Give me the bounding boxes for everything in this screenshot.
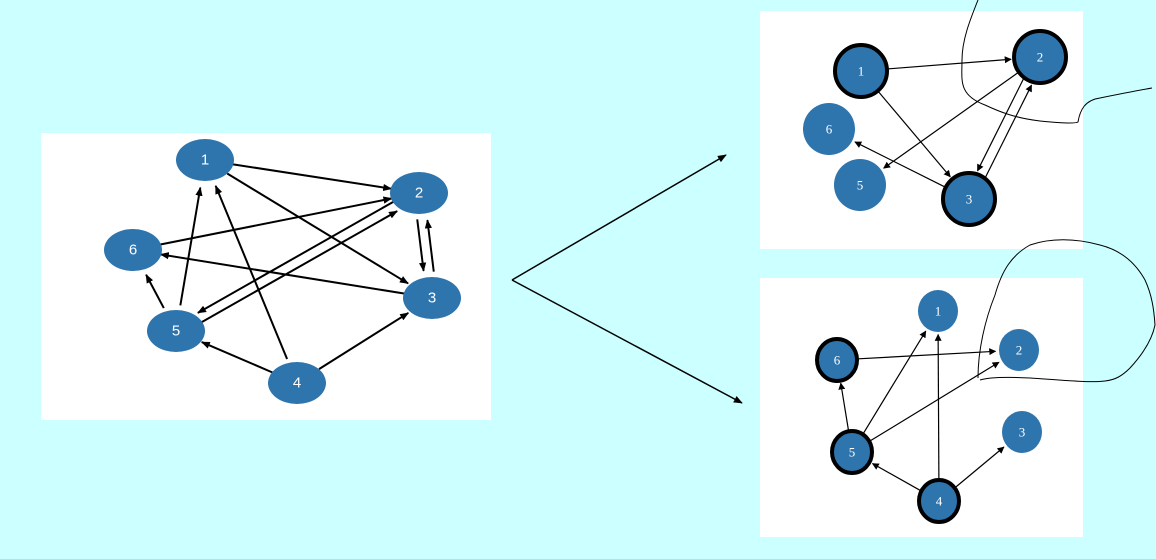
top-node-2: 2 xyxy=(1012,29,1068,85)
bottom-edge-4-to-3 xyxy=(955,446,1005,488)
bottom-node-2: 2 xyxy=(999,329,1039,371)
top-result-graph: 1 2 3 5 6 xyxy=(803,29,1068,227)
bottom-edge-5-to-1 xyxy=(862,330,927,434)
original-edge-5-to-6 xyxy=(145,273,165,309)
original-edge-4-to-5 xyxy=(200,341,274,374)
top-node-5: 5 xyxy=(834,159,886,211)
top-node-2-label: 2 xyxy=(1037,50,1044,65)
original-node-1: 1 xyxy=(176,139,234,181)
original-node-2-circle xyxy=(390,172,448,214)
bottom-edge-5-to-2 xyxy=(870,361,1000,442)
top-edge-1-to-2 xyxy=(887,56,1012,70)
top-edge-2-to-5 xyxy=(883,72,1019,169)
bottom-node-6: 6 xyxy=(815,337,859,383)
original-edge-2-to-5 xyxy=(197,200,395,314)
original-edge-5-to-2 xyxy=(200,210,398,324)
bottom-node-4-label: 4 xyxy=(936,494,943,509)
original-node-4: 4 xyxy=(268,362,326,404)
original-edge-4-to-1 xyxy=(214,185,289,360)
hand-drawn-outline-bottom xyxy=(977,239,1156,383)
top-node-3-label: 3 xyxy=(966,192,973,207)
bottom-node-3: 3 xyxy=(1002,411,1042,453)
bottom-node-1-label: 1 xyxy=(935,304,942,319)
bottom-node-5: 5 xyxy=(830,429,874,475)
bottom-node-3-label: 3 xyxy=(1019,425,1026,440)
original-node-6-label: 6 xyxy=(129,242,137,259)
bottom-edge-4-to-1 xyxy=(934,333,942,480)
top-edge-2-to-3 xyxy=(976,78,1024,172)
top-node-3-circle xyxy=(941,171,997,227)
original-node-3-circle xyxy=(403,277,461,319)
top-node-5-circle xyxy=(834,159,886,211)
original-node-6-circle xyxy=(104,229,162,271)
bottom-node-3-circle xyxy=(1002,411,1042,453)
original-node-4-circle xyxy=(268,362,326,404)
top-edge-1-to-3 xyxy=(877,91,951,178)
original-node-5: 5 xyxy=(147,310,205,352)
original-edge-3-to-2 xyxy=(424,219,435,272)
original-node-5-label: 5 xyxy=(172,323,180,340)
original-node-4-label: 4 xyxy=(293,375,301,392)
bottom-node-2-circle xyxy=(999,329,1039,371)
top-node-6-label: 6 xyxy=(826,122,833,137)
top-node-2-circle xyxy=(1012,29,1068,85)
bottom-node-4: 4 xyxy=(917,478,961,524)
original-node-2: 2 xyxy=(390,172,448,214)
original-edge-1-to-2 xyxy=(230,162,393,192)
bottom-node-6-circle xyxy=(815,337,859,383)
bottom-node-5-circle xyxy=(830,429,874,475)
bottom-node-6-label: 6 xyxy=(834,353,841,368)
bottom-edge-6-to-2 xyxy=(858,348,997,360)
original-node-2-label: 2 xyxy=(415,185,423,202)
top-node-5-label: 5 xyxy=(857,178,864,193)
original-node-1-circle xyxy=(176,139,234,181)
original-edge-1-to-3 xyxy=(226,172,409,285)
original-edge-3-to-6 xyxy=(159,252,407,295)
branch-arrow-up xyxy=(511,154,727,281)
original-node-3-label: 3 xyxy=(428,290,436,307)
branch-arrow-down xyxy=(511,279,743,404)
bottom-result-graph: 1 2 3 4 5 6 xyxy=(815,290,1042,524)
bottom-node-4-circle xyxy=(917,478,961,524)
original-edge-6-to-2 xyxy=(158,196,393,246)
original-node-6: 6 xyxy=(104,229,162,271)
bottom-node-2-label: 2 xyxy=(1016,343,1023,358)
top-edge-3-to-2 xyxy=(985,84,1033,178)
bottom-edge-5-to-6 xyxy=(838,382,850,431)
original-node-3: 3 xyxy=(403,277,461,319)
top-node-1: 1 xyxy=(833,43,889,99)
top-node-3: 3 xyxy=(941,171,997,227)
top-node-6-circle xyxy=(803,103,855,155)
bottom-node-5-label: 5 xyxy=(849,445,856,460)
bottom-edge-4-to-5 xyxy=(871,463,921,491)
bottom-node-1: 1 xyxy=(918,290,958,332)
original-graph: 1 2 3 4 5 6 xyxy=(104,139,461,404)
top-edge-3-to-6 xyxy=(854,141,946,188)
original-node-5-circle xyxy=(147,310,205,352)
original-edge-4-to-3 xyxy=(318,312,410,370)
top-node-6: 6 xyxy=(803,103,855,155)
bottom-node-1-circle xyxy=(918,290,958,332)
original-edge-2-to-3 xyxy=(416,219,427,272)
original-node-1-label: 1 xyxy=(201,152,209,169)
hand-drawn-outline-top xyxy=(961,0,1153,124)
original-edge-5-to-1 xyxy=(179,186,203,306)
top-node-1-circle xyxy=(833,43,889,99)
top-node-1-label: 1 xyxy=(858,64,865,79)
